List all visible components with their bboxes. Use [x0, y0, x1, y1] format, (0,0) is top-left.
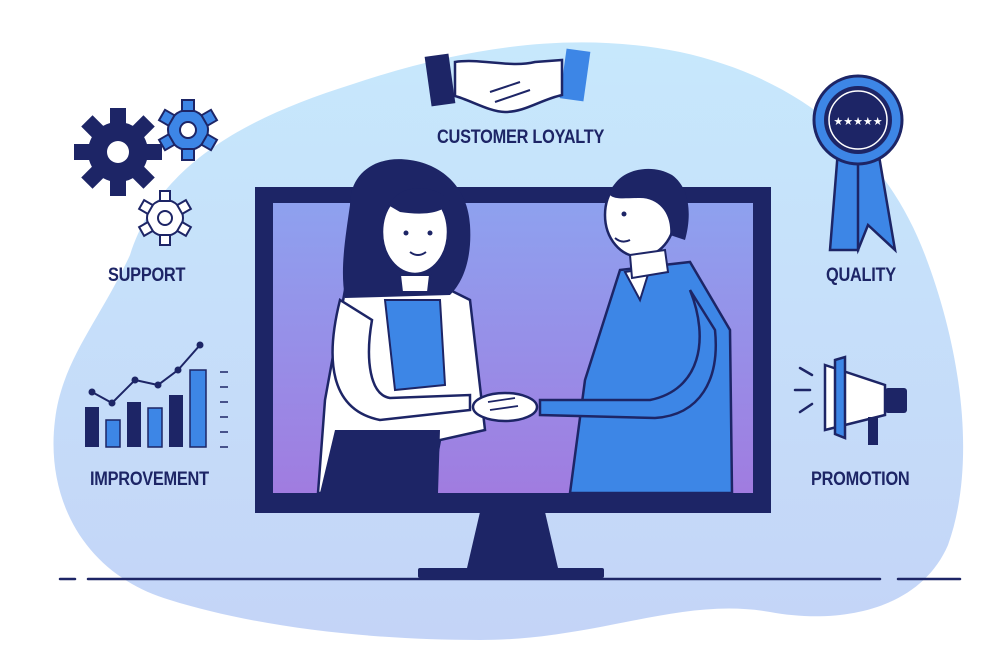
label-improvement: IMPROVEMENT	[90, 469, 209, 490]
label-support: SUPPORT	[108, 265, 186, 286]
label-quality: QUALITY	[826, 265, 896, 286]
svg-text:★★★★★: ★★★★★	[833, 115, 882, 128]
monitor-stand	[418, 512, 604, 578]
man-head	[603, 168, 689, 280]
megaphone-icon	[793, 355, 907, 445]
gears-icon	[74, 99, 219, 246]
bar-chart-icon	[85, 341, 228, 448]
handshake-icon	[424, 48, 591, 114]
label-promotion: PROMOTION	[811, 469, 910, 490]
award-ribbon-icon: ★★★★★	[812, 74, 904, 255]
handshake-arms	[331, 289, 717, 423]
woman-head	[342, 159, 471, 298]
label-customer-loyalty: CUSTOMER LOYALTY	[437, 127, 605, 148]
